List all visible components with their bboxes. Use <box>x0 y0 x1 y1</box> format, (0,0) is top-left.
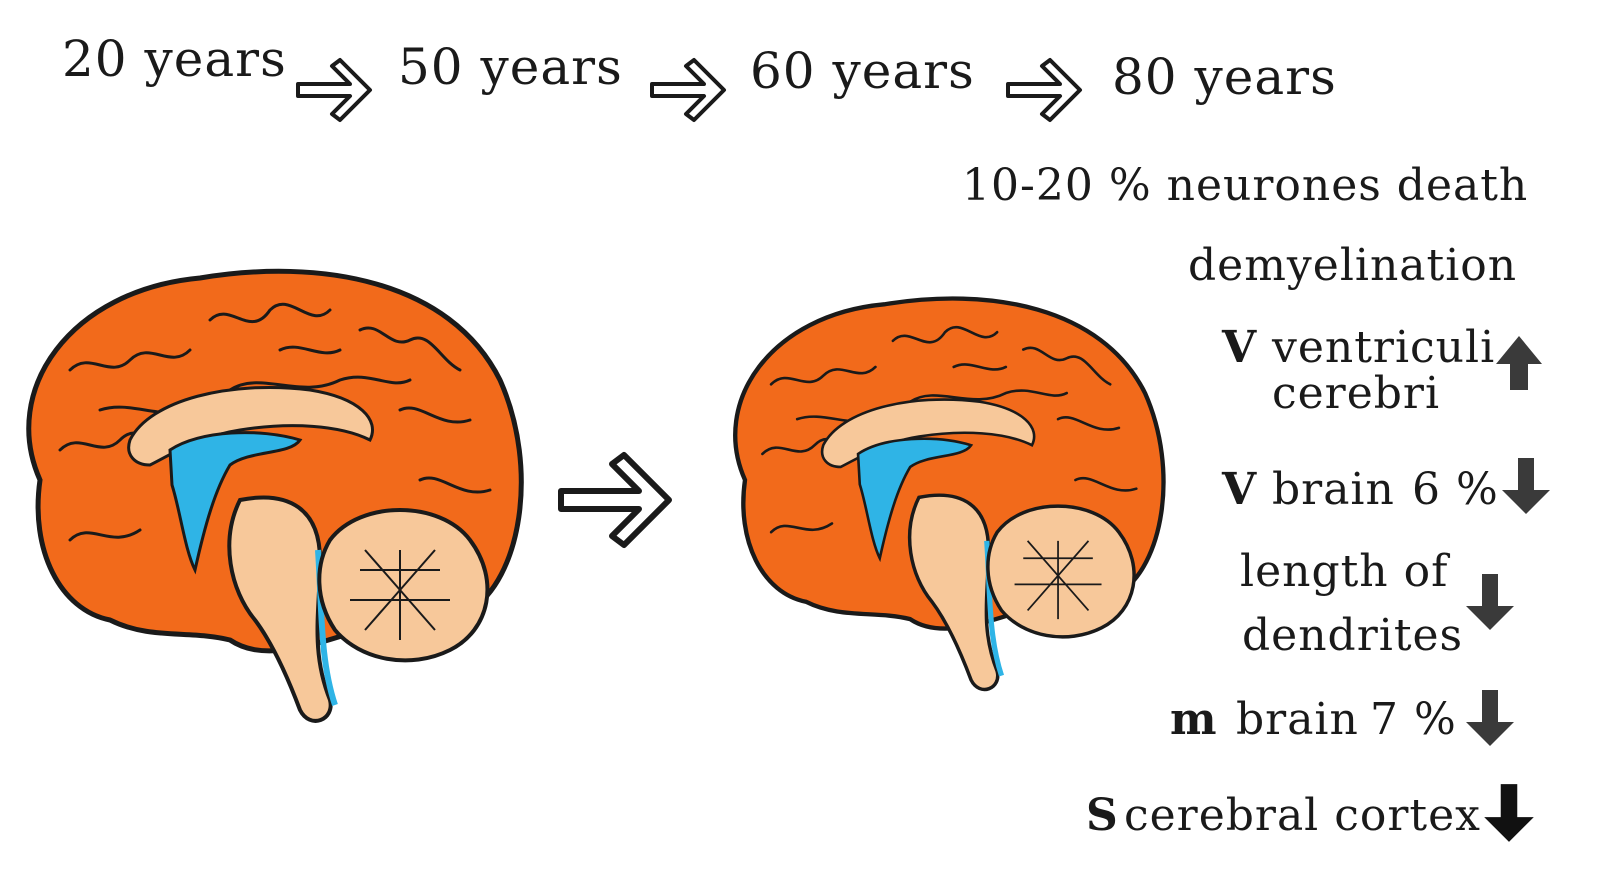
arrow-down-icon <box>1484 784 1534 842</box>
double-arrow-right-icon <box>555 455 675 545</box>
timeline-label-60: 60 years <box>750 42 975 100</box>
surface-symbol: S <box>1086 790 1118 841</box>
volume-symbol: V <box>1222 322 1257 373</box>
cerebral-cortex-label: cerebral cortex <box>1124 790 1481 841</box>
double-arrow-right-icon <box>296 58 372 122</box>
arrow-up-icon <box>1496 336 1542 390</box>
timeline-label-20: 20 years <box>62 30 287 88</box>
brain-volume-value: 6 % <box>1412 464 1499 515</box>
brain-mass-value: 7 % <box>1370 694 1457 745</box>
young-brain-illustration <box>0 250 540 710</box>
cerebri-label: cerebri <box>1272 368 1441 419</box>
arrow-down-icon <box>1466 690 1514 746</box>
double-arrow-right-icon <box>650 58 726 122</box>
demyelination-label: demyelination <box>1188 240 1518 291</box>
aged-brain-illustration <box>710 280 1180 680</box>
timeline-label-50: 50 years <box>398 38 623 96</box>
arrow-down-icon <box>1466 574 1514 630</box>
volume-symbol: V <box>1222 464 1257 515</box>
ventriculi-label: ventriculi <box>1272 322 1496 373</box>
mass-symbol: m <box>1170 694 1217 745</box>
length-of-label: length of <box>1240 546 1449 597</box>
arrow-down-icon <box>1502 458 1550 514</box>
timeline-label-80: 80 years <box>1112 48 1337 106</box>
double-arrow-right-icon <box>1006 58 1082 122</box>
brain-volume-label: brain <box>1272 464 1395 515</box>
dendrites-label: dendrites <box>1242 610 1464 661</box>
neurones-death-label: 10-20 % neurones death <box>962 160 1529 211</box>
brain-mass-label: brain <box>1236 694 1359 745</box>
